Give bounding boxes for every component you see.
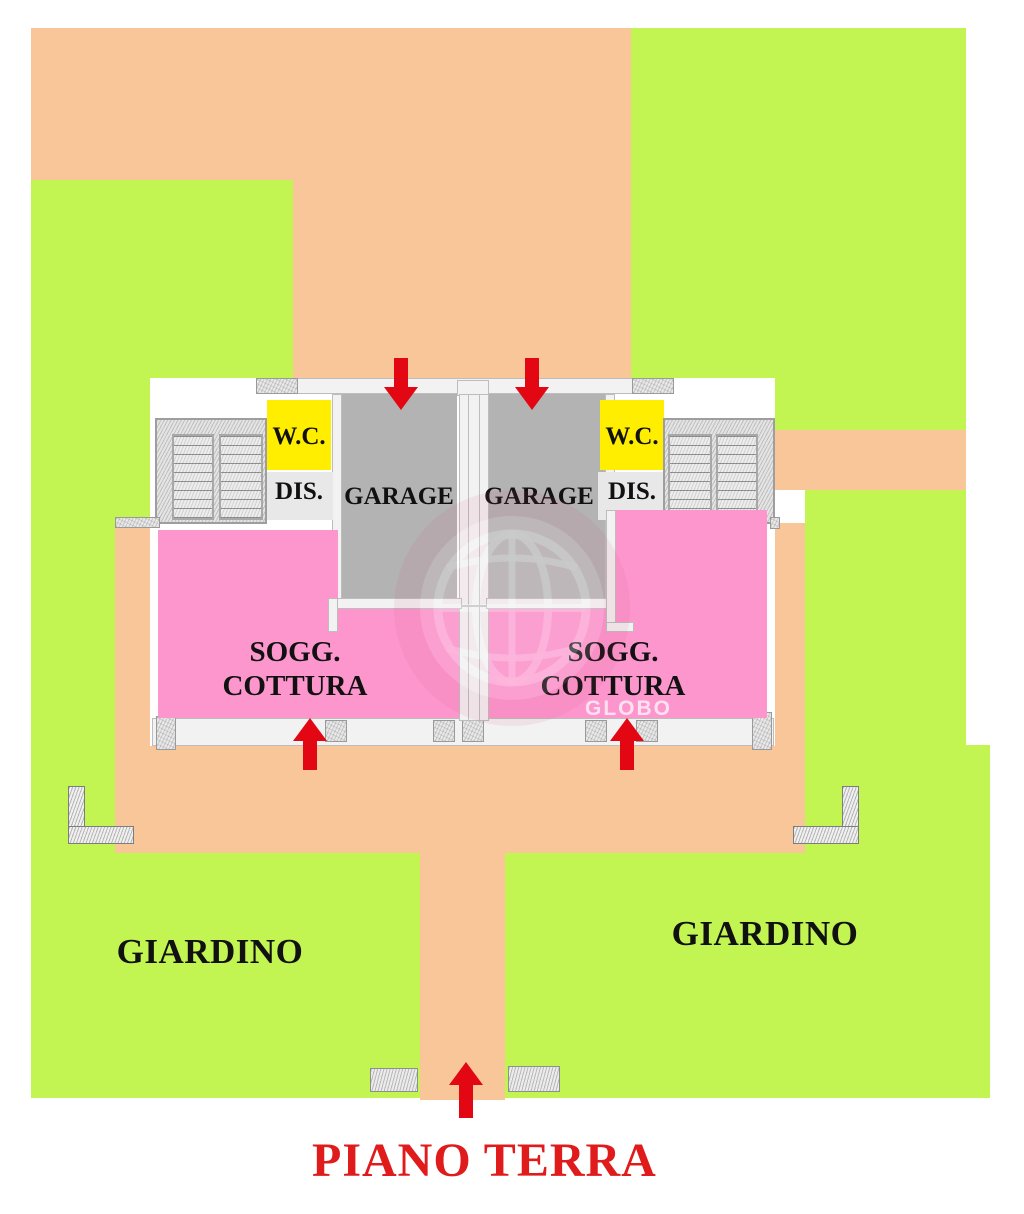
wall-garage-left-bottom [332,598,462,609]
wall-door-jamb-right-foot [606,622,634,632]
sogg-cottura-right-label-line1: SOGG. [567,636,659,668]
wall-garage-right-bottom [486,598,616,609]
wall-top-right-cap [632,378,674,394]
wall-stub-right [770,517,780,529]
stairs-left-run-b [219,434,263,520]
courtyard-top [31,28,631,188]
stairs-left-run-a [172,434,214,520]
wall-top-left-cap [256,378,298,394]
wall-garage-divider-stem [468,394,480,606]
garage-right-label: GARAGE [484,483,594,510]
wc-right-room [600,400,664,470]
gate-post-left [370,1068,418,1092]
garden-top-right [631,28,966,430]
garden-wall-left-vertical [68,786,85,836]
wc-left-room [267,400,331,470]
garden-bottom-right [505,853,990,1098]
wall-bottom-pier-c [462,720,484,742]
globo-watermark-text: GLOBO [585,697,672,720]
sogg-cottura-right-label-line2: COTTURA [540,670,686,702]
wall-bottom-left-pier [156,716,176,750]
garden-bottom-left-2 [31,853,420,1098]
arrow-sogg-right-entry [610,718,644,770]
garden-wall-left [68,786,136,848]
sogg-cottura-right-room [489,607,607,718]
wall-bottom-pier-d [585,720,607,742]
arrow-garage-left-entry [384,358,418,410]
arrow-site-main-entry [448,1062,484,1118]
garden-right-label: GIARDINO [671,914,859,953]
courtyard-driveway [420,850,505,1100]
wall-stub-left [115,517,160,528]
wall-bottom-pier-a [325,720,347,742]
arrow-sogg-left-entry [293,718,327,770]
wall-door-jamb-right [606,510,616,632]
wall-door-jamb-left [328,598,338,632]
courtyard-upper-center [293,180,631,385]
arrow-garage-right-entry [515,358,549,410]
wall-living-divider-stem [468,606,480,721]
garden-right-mid [805,490,966,745]
garage-left-label: GARAGE [344,483,454,510]
garden-wall-right-horizontal [793,826,859,844]
garden-left-label: GIARDINO [116,932,304,971]
dis-left-room [265,472,333,520]
garage-left-room [340,394,457,606]
wall-bottom-right-pier [752,712,772,750]
wc-left-label: W.C. [272,423,326,450]
wall-bottom-pier-b [433,720,455,742]
dis-right-label: DIS. [608,478,656,505]
wc-right-label: W.C. [605,423,659,450]
gate-post-right [508,1066,560,1092]
stairs-right-run-b [716,434,758,520]
garden-wall-right-vertical [842,786,859,836]
stairs-right-run-a [668,434,712,520]
garden-wall-left-horizontal [68,826,134,844]
sogg-cottura-left-label-line1: SOGG. [249,636,341,668]
sogg-cottura-left-room [158,530,338,718]
garage-right-room [489,394,607,606]
dis-left-label: DIS. [275,478,323,505]
page-title: PIANO TERRA [312,1134,657,1187]
sogg-cottura-right-room-ext [607,510,767,718]
sogg-cottura-left-room-ext [338,607,459,718]
garden-wall-right [791,786,859,848]
sogg-cottura-left-label-line2: COTTURA [222,670,368,702]
